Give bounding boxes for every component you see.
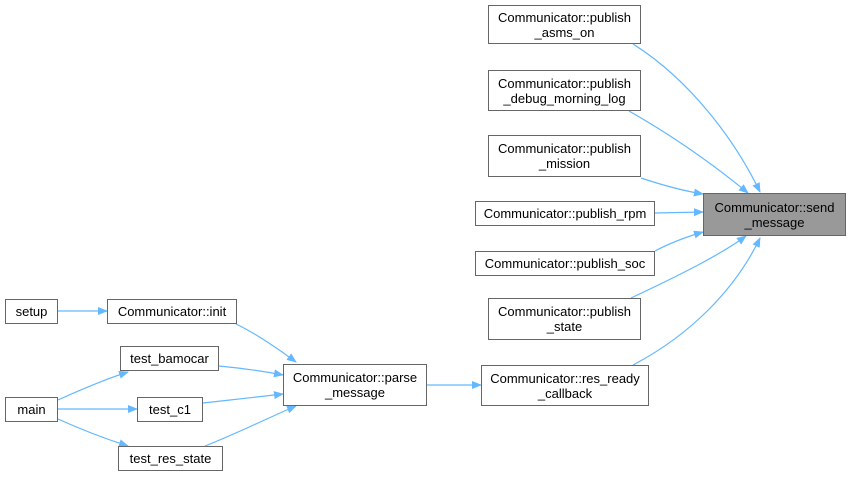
node-label: Communicator::publish (498, 9, 631, 25)
node-publish-debug-morning-log[interactable]: Communicator::publish _debug_morning_log (488, 70, 641, 111)
edge-init-to-parse (235, 323, 297, 363)
node-publish-mission[interactable]: Communicator::publish _mission (488, 135, 641, 177)
node-label: Communicator::publish_soc (484, 256, 646, 271)
node-label: Communicator::init (117, 304, 227, 319)
node-publish-soc[interactable]: Communicator::publish_soc (475, 251, 655, 276)
node-label: Communicator::publish (498, 304, 631, 319)
node-setup[interactable]: setup (5, 299, 58, 324)
node-label: _message (744, 214, 805, 230)
node-main[interactable]: main (5, 397, 58, 422)
node-label: _state (546, 319, 583, 334)
node-test-bamocar[interactable]: test_bamocar (120, 346, 219, 371)
node-label: test_bamocar (130, 351, 209, 366)
node-publish-rpm[interactable]: Communicator::publish_rpm (475, 201, 655, 226)
node-label: Communicator::publish_rpm (483, 206, 647, 221)
node-label: _message (325, 385, 385, 400)
node-label: Communicator::publish (498, 75, 631, 91)
edge-rpm-to-send (654, 208, 704, 217)
edge-debug-to-send (628, 110, 749, 194)
node-label: _debug_morning_log (503, 90, 626, 106)
node-label: setup (15, 304, 48, 319)
node-label: test_c1 (149, 402, 191, 417)
node-label: Communicator::res_ready (490, 370, 640, 386)
node-parse-message[interactable]: Communicator::parse _message (283, 364, 427, 406)
edge-state-to-send (630, 235, 747, 299)
edge-res-ready-to-send (632, 237, 761, 366)
node-label: _asms_on (534, 24, 595, 40)
node-label: Communicator::parse (292, 370, 418, 385)
node-label: Communicator::publish (498, 141, 631, 156)
edge-main-to-res-state (57, 418, 129, 448)
node-init[interactable]: Communicator::init (107, 299, 237, 324)
edge-mission-to-send (640, 177, 704, 197)
node-publish-asms-on[interactable]: Communicator::publish _asms_on (488, 5, 641, 44)
node-label: main (17, 402, 46, 417)
node-label: test_res_state (129, 451, 212, 466)
node-test-res-state[interactable]: test_res_state (118, 446, 223, 471)
edge-bamocar-to-parse (218, 365, 284, 378)
node-publish-state[interactable]: Communicator::publish _state (488, 298, 641, 340)
edge-c1-to-parse (202, 391, 284, 404)
edge-main-to-bamocar (57, 370, 129, 401)
node-send-message: Communicator::send _message (703, 193, 846, 236)
node-label: _mission (538, 156, 591, 171)
edge-res-state-to-parse (204, 405, 297, 447)
node-label: Communicator::send (714, 199, 835, 215)
edge-soc-to-send (654, 230, 704, 252)
edge-asms-on-to-send (632, 43, 761, 193)
node-test-c1[interactable]: test_c1 (137, 397, 203, 422)
node-label: _callback (537, 385, 593, 401)
node-res-ready-callback[interactable]: Communicator::res_ready _callback (481, 365, 649, 406)
